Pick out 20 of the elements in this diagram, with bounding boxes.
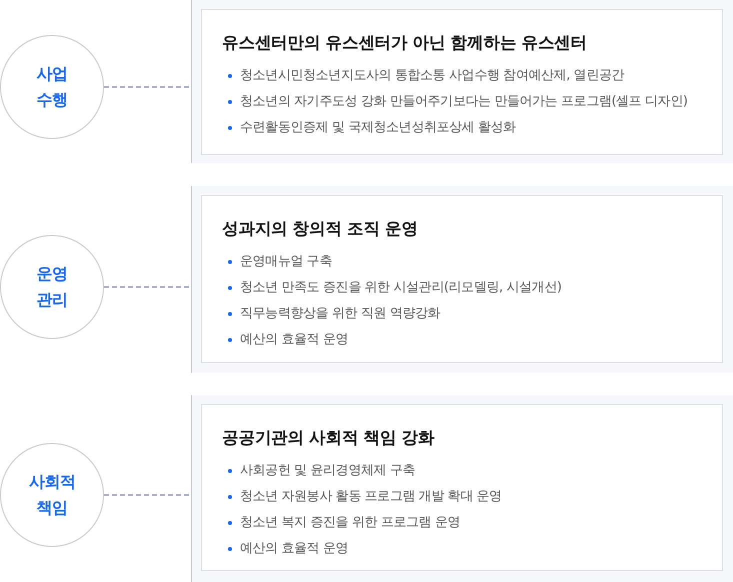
list-item: 직무능력향상을 위한 직원 역량강화 (240, 305, 440, 323)
list-item: 수련활동인증제 및 국제청소년성취포상세 활성화 (240, 119, 516, 137)
list-item: 청소년의 자기주도성 강화 만들어주기보다는 만들어가는 프로그램(셀프 디자인) (240, 93, 688, 111)
circle-label: 사회적 책임 (28, 471, 76, 519)
list-item: 청소년 자원봉사 활동 프로그램 개발 확대 운영 (240, 488, 502, 506)
circle-label: 운영 관리 (36, 263, 68, 311)
list-item: 청소년 복지 증진을 위한 프로그램 운영 (240, 514, 460, 532)
dashed-connector (104, 494, 191, 496)
dashed-connector (104, 86, 191, 88)
box-heading: 공공기관의 사회적 책임 강화 (222, 427, 434, 449)
list-item: 예산의 효율적 운영 (240, 331, 348, 349)
box-heading: 유스센터만의 유스센터가 아닌 함께하는 유스센터 (222, 32, 587, 54)
list-item: 운영매뉴얼 구축 (240, 253, 332, 271)
circle-label: 사업 수행 (36, 63, 68, 111)
list-item: 청소년시민청소년지도사의 통합소통 사업수행 참여예산제, 열린공간 (240, 67, 624, 85)
list-item: 예산의 효율적 운영 (240, 540, 348, 558)
list-item: 청소년 만족도 증진을 위한 시설관리(리모델링, 시설개선) (240, 279, 562, 297)
list-item: 사회공헌 및 윤리경영체제 구축 (240, 462, 415, 480)
dashed-connector (104, 286, 191, 288)
box-heading: 성과지의 창의적 조직 운영 (222, 218, 418, 240)
